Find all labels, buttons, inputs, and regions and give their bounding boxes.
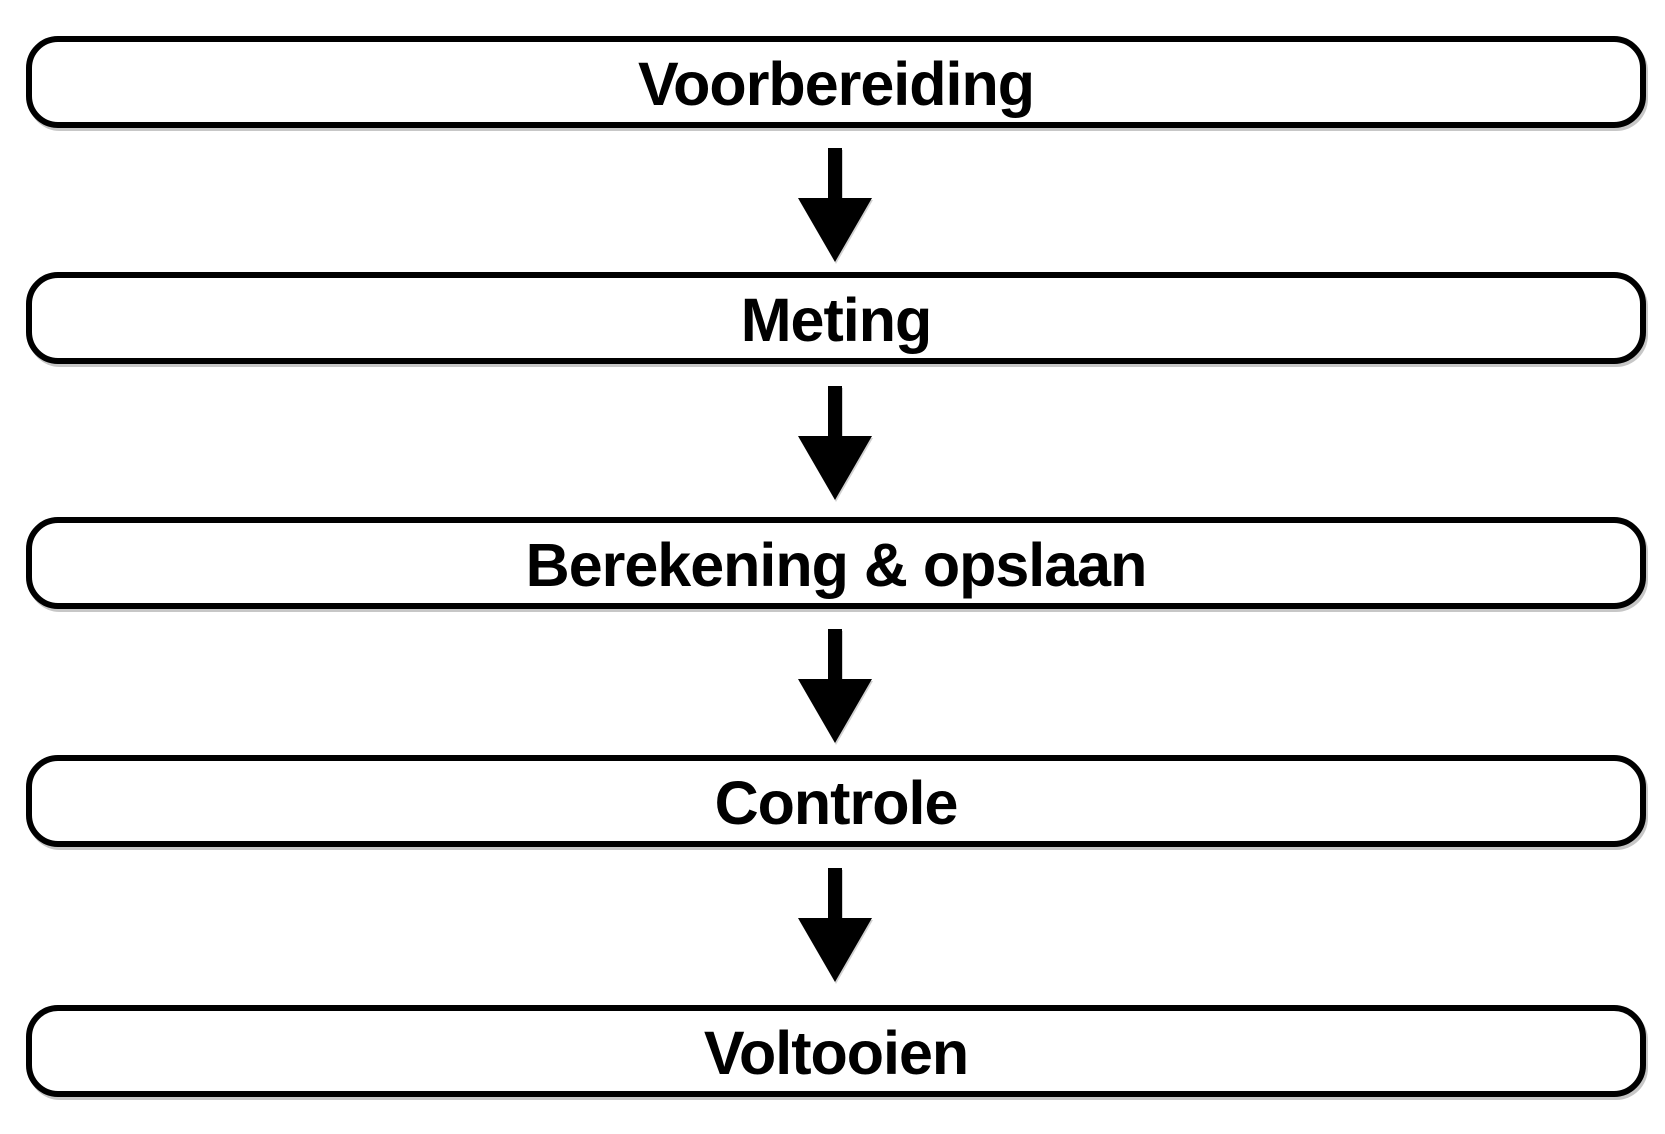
arrow-stem [828,148,842,198]
arrow-stem [828,868,842,918]
flow-step-voltooien: Voltooien [26,1005,1646,1097]
arrow-head [798,679,872,743]
step-label-berekening-opslaan: Berekening & opslaan [525,530,1148,599]
down-arrow-4 [798,868,872,982]
arrow-head [798,436,872,500]
down-arrow-2 [798,386,872,500]
flow-step-voorbereiding: Voorbereiding [26,36,1646,128]
down-arrow-3 [798,629,872,743]
step-label-voltooien: Voltooien [703,1018,969,1087]
step-label-meting: Meting [740,285,933,354]
arrow-stem [828,629,842,679]
arrow-head [798,918,872,982]
step-label-voorbereiding: Voorbereiding [638,49,1035,118]
flow-step-meting: Meting [26,272,1646,364]
step-label-controle: Controle [714,768,959,837]
down-arrow-1 [798,148,872,262]
flow-step-berekening-opslaan: Berekening & opslaan [26,517,1646,609]
flow-step-controle: Controle [26,755,1646,847]
arrow-stem [828,386,842,436]
arrow-head [798,198,872,262]
